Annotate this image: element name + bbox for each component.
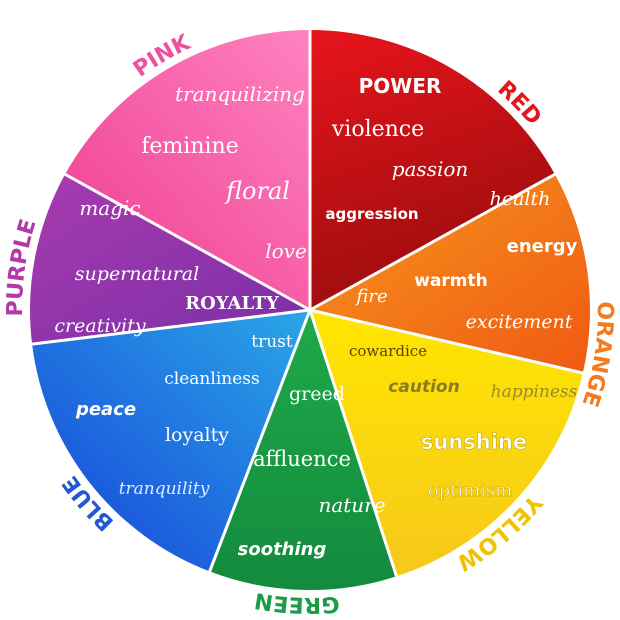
word-magic: magic	[79, 196, 140, 220]
name-green: GREEN	[253, 587, 340, 617]
slice-orange	[310, 174, 590, 373]
wheel-slices	[29, 30, 590, 590]
word-fire: fire	[354, 286, 387, 307]
word-power: POWER	[359, 74, 442, 98]
divider-5	[31, 308, 311, 346]
slice-pink	[65, 30, 311, 310]
word-energy: energy	[507, 236, 578, 257]
red-words: POWER violence passion aggression	[325, 74, 468, 223]
word-nature: nature	[318, 493, 385, 517]
orange-words: health energy warmth fire excitement	[354, 188, 577, 333]
word-peace: peace	[75, 399, 136, 420]
slice-green	[209, 310, 397, 590]
wheel-dividers	[31, 30, 584, 577]
word-aggression: aggression	[325, 205, 418, 223]
word-warmth: warmth	[414, 271, 488, 291]
word-violence: violence	[331, 117, 424, 142]
slice-yellow	[310, 310, 583, 577]
word-tranquility: tranquility	[119, 479, 210, 499]
word-royalty: ROYALTY	[185, 293, 280, 314]
word-happiness: happiness	[491, 382, 578, 402]
divider-6	[64, 172, 311, 312]
word-sunshine: sunshine	[421, 430, 527, 454]
slice-blue	[32, 310, 311, 572]
word-excitement: excitement	[466, 311, 573, 333]
pink-words: tranquilizing feminine floral love	[141, 82, 307, 263]
divider-3	[308, 309, 398, 577]
word-cleanliness: cleanliness	[164, 369, 259, 389]
word-tranquilizing: tranquilizing	[175, 82, 305, 106]
word-greed: greed	[289, 383, 345, 405]
word-passion: passion	[392, 157, 469, 181]
word-health: health	[490, 188, 551, 210]
divider-2	[309, 308, 584, 375]
word-feminine: feminine	[141, 134, 238, 159]
divider-4	[208, 309, 312, 572]
word-optimism: optimism	[428, 480, 512, 501]
word-loyalty: loyalty	[165, 424, 229, 446]
word-trust: trust	[251, 332, 293, 352]
word-caution: caution	[388, 377, 459, 397]
blue-words: trust cleanliness peace loyalty tranquil…	[75, 332, 293, 499]
green-words: greed affluence nature soothing	[238, 383, 386, 560]
word-creativity: creativity	[54, 315, 145, 337]
word-love: love	[265, 239, 307, 263]
word-supernatural: supernatural	[75, 263, 199, 285]
word-floral: floral	[224, 177, 290, 205]
divider-1	[309, 172, 556, 312]
yellow-words: cowardice caution happiness sunshine opt…	[349, 342, 578, 501]
slice-red	[310, 30, 555, 310]
word-soothing: soothing	[238, 539, 327, 560]
word-cowardice: cowardice	[349, 342, 427, 360]
slice-purple	[29, 174, 310, 345]
purple-words: magic supernatural ROYALTY creativity	[54, 196, 280, 337]
word-affluence: affluence	[253, 447, 351, 471]
